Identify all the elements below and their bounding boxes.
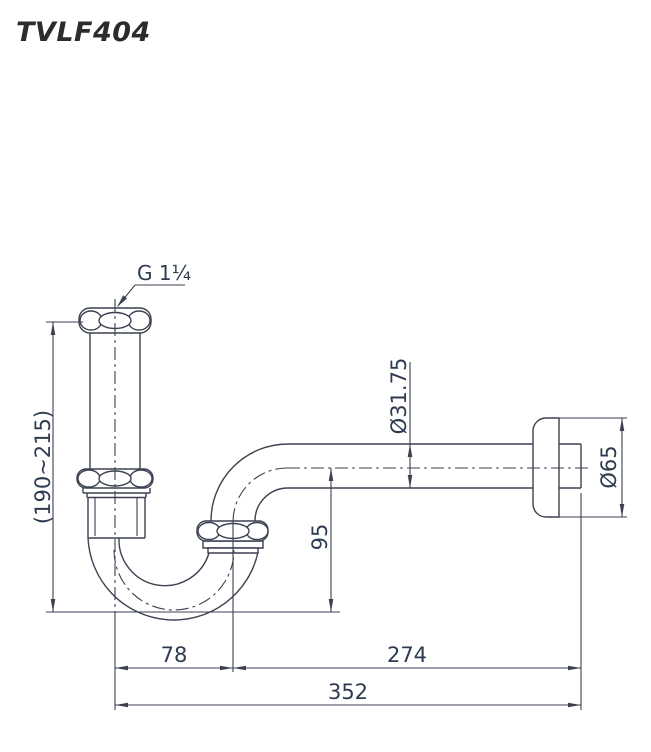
page-title: TVLF404 (16, 17, 151, 48)
dimension-pipe-diameter: Ø31.75 (387, 358, 413, 488)
trap-depth-label: 95 (308, 524, 332, 551)
dimension-total-width: 352 (115, 680, 581, 708)
thread-callout: G 1¼ (117, 261, 191, 307)
u-bend (87, 537, 259, 621)
inlet-height-label: (190~215) (31, 410, 55, 524)
elbow (210, 443, 289, 522)
centerlines (113, 299, 592, 614)
inlet-tube (89, 333, 141, 469)
dimension-inlet-height: (190~215) (31, 321, 83, 612)
escutcheon-diameter-label: Ø65 (597, 445, 621, 488)
dimension-escutcheon-diameter: Ø65 (559, 417, 627, 518)
total-width-label: 352 (328, 680, 368, 704)
trap-width-label: 78 (161, 643, 188, 667)
pipe-diameter-label: Ø31.75 (387, 358, 411, 435)
horizontal-run-label: 274 (387, 643, 427, 667)
top-slip-nut (78, 307, 152, 334)
thread-label: G 1¼ (137, 261, 191, 285)
dimension-trap-width: 78 (115, 643, 233, 671)
dimension-trap-depth: 95 (308, 468, 334, 612)
dimension-horizontal-run: 274 (233, 643, 581, 671)
